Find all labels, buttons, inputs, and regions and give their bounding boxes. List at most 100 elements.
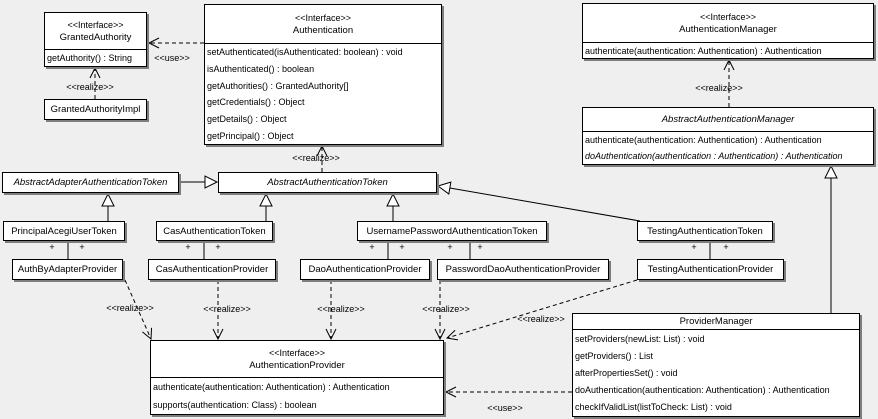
class-header: ProviderManager — [573, 314, 859, 330]
multiplicity: + — [79, 242, 85, 252]
method: doAuthentication(authentication : Authen… — [585, 151, 843, 161]
use-label-top: <<use>> — [154, 53, 190, 63]
class-granted-authority-impl[interactable]: GrantedAuthorityImpl — [44, 99, 147, 120]
method: supports(authentication: Class) : boolea… — [153, 400, 317, 410]
method: setProviders(newList: List) : void — [575, 333, 705, 344]
realize-label-authentication: <<realize>> — [292, 153, 340, 163]
methods-compartment: getAuthority() : String — [45, 50, 146, 66]
method: getProviders() : List — [575, 350, 654, 361]
class-abstract-adapter-authentication-token[interactable]: AbstractAdapterAuthenticationToken — [2, 172, 179, 193]
class-testing-authentication-provider[interactable]: TestingAuthenticationProvider — [637, 259, 784, 280]
realize-label-authenticationmanager: <<realize>> — [695, 83, 743, 93]
stereotype-label: <<Interface>> — [268, 347, 326, 358]
method: getCredentials() : Object — [207, 97, 305, 108]
class-name: AuthenticationProvider — [249, 359, 345, 371]
class-granted-authority[interactable]: <<Interface>>GrantedAuthority getAuthorit… — [44, 12, 147, 67]
class-header: TestingAuthenticationToken — [638, 222, 772, 240]
realize-abstractauthenticationtoken-to-authentication — [316, 144, 328, 172]
class-header: UsernamePasswordAuthenticationToken — [358, 222, 546, 240]
class-username-password-authentication-token[interactable]: UsernamePasswordAuthenticationToken — [357, 221, 547, 241]
methods-compartment: authenticate(authentication: Authenticat… — [583, 43, 873, 58]
generalize-providermanager-to-abstractauthenticationmanager — [824, 164, 838, 313]
class-header: AbstractAuthenticationToken — [219, 173, 436, 192]
multiplicity: + — [723, 242, 729, 252]
methods-compartment: setProviders(newList: List) : void getPro… — [573, 330, 859, 416]
realize-label-authbyadapter: <<realize>> — [106, 303, 154, 313]
class-header: AbstractAuthenticationManager — [583, 108, 873, 132]
class-name: ProviderManager — [679, 316, 753, 327]
multiplicity: + — [691, 242, 697, 252]
class-header: CasAuthenticationProvider — [149, 260, 275, 279]
class-cas-authentication-token[interactable]: CasAuthenticationToken — [156, 221, 273, 241]
class-name: AbstractAdapterAuthenticationToken — [13, 177, 168, 188]
realize-testingprovider-to-authenticationprovider — [445, 279, 638, 341]
method: isAuthenticated() : boolean — [207, 63, 315, 74]
stereotype-label: <<Interface>> — [294, 12, 352, 23]
method: getDetails() : Object — [207, 113, 287, 124]
class-name: PrincipalAcegiUserToken — [11, 225, 117, 237]
class-abstract-authentication-token[interactable]: AbstractAuthenticationToken — [218, 172, 437, 193]
multiplicity: + — [447, 242, 453, 252]
realize-label-cas: <<realize>> — [203, 304, 251, 314]
multiplicity: + — [399, 242, 405, 252]
class-cas-authentication-provider[interactable]: CasAuthenticationProvider — [148, 259, 276, 280]
realize-casprovider-to-authenticationprovider — [212, 280, 224, 341]
use-providermanager-to-authenticationprovider — [444, 386, 572, 398]
realize-label-testing: <<realize>> — [517, 314, 565, 324]
methods-compartment: setAuthenticated(isAuthenticated: boolea… — [205, 44, 441, 144]
class-name: CasAuthenticationToken — [163, 225, 266, 237]
realize-authbyadapterprovider-to-authenticationprovider — [124, 279, 153, 341]
class-header: TestingAuthenticationProvider — [638, 260, 783, 279]
class-name: UsernamePasswordAuthenticationToken — [366, 225, 538, 237]
methods-compartment: authenticate(authentication: Authenticat… — [583, 132, 873, 164]
realize-abstractauthenticationmanager-to-authenticationmanager — [723, 58, 735, 107]
realize-label-passworddao: <<realize>> — [422, 304, 470, 314]
class-name: GrantedAuthorityImpl — [50, 104, 141, 115]
method: checkIfValidList(listToCheck: List) : vo… — [575, 402, 732, 413]
multiplicity: + — [369, 242, 375, 252]
class-abstract-authentication-manager[interactable]: AbstractAuthenticationManager authenticat… — [582, 107, 874, 165]
class-header: AbstractAdapterAuthenticationToken — [3, 173, 178, 192]
generalize-castoken-to-abstracttoken — [259, 192, 273, 221]
class-header: <<Interface>>Authentication — [205, 5, 441, 44]
realize-label-dao: <<realize>> — [317, 304, 365, 314]
class-name: AuthenticationManager — [679, 23, 777, 35]
class-header: CasAuthenticationToken — [157, 222, 272, 240]
multiplicity: + — [185, 242, 191, 252]
class-header: <<Interface>>GrantedAuthority — [45, 13, 146, 50]
class-principal-acegi-user-token[interactable]: PrincipalAcegiUserToken — [3, 221, 125, 241]
class-password-dao-authentication-provider[interactable]: PasswordDaoAuthenticationProvider — [437, 259, 609, 280]
class-name: TestingAuthenticationToken — [647, 225, 763, 237]
realize-grantedauthorityimpl-to-grantedauthority — [89, 66, 101, 99]
class-name: DaoAuthenticationProvider — [308, 264, 422, 275]
class-header: GrantedAuthorityImpl — [45, 100, 146, 119]
class-provider-manager[interactable]: ProviderManager setProviders(newList: Lis… — [572, 313, 860, 417]
method: doAuthentication(authentication: Authent… — [575, 385, 830, 396]
use-label-bottom: <<use>> — [487, 403, 523, 413]
class-auth-by-adapter-provider[interactable]: AuthByAdapterProvider — [12, 259, 123, 280]
class-dao-authentication-provider[interactable]: DaoAuthenticationProvider — [300, 259, 430, 280]
class-testing-authentication-token[interactable]: TestingAuthenticationToken — [637, 221, 773, 241]
stereotype-label: <<Interface>> — [67, 19, 124, 30]
method: getAuthorities() : GrantedAuthority[] — [207, 80, 349, 91]
class-name: PasswordDaoAuthenticationProvider — [445, 264, 601, 275]
class-header: PrincipalAcegiUserToken — [4, 222, 124, 240]
class-header: DaoAuthenticationProvider — [301, 260, 429, 279]
class-name: AbstractAuthenticationManager — [661, 114, 795, 125]
method: authenticate(authentication: Authenticat… — [585, 135, 822, 145]
method: afterPropertiesSet() : void — [575, 367, 678, 378]
methods-compartment: authenticate(authentication: Authenticat… — [151, 378, 443, 414]
class-name: GrantedAuthority — [59, 31, 132, 43]
class-name: Authentication — [292, 24, 354, 36]
class-header: AuthByAdapterProvider — [13, 260, 122, 279]
class-header: <<Interface>>AuthenticationProvider — [151, 341, 443, 378]
generalize-principaltoken-to-abstractadaptertoken — [101, 192, 115, 221]
method: getAuthority() : String — [47, 53, 133, 63]
realize-label-grantedauthority: <<realize>> — [66, 82, 114, 92]
class-name: AbstractAuthenticationToken — [267, 177, 388, 188]
